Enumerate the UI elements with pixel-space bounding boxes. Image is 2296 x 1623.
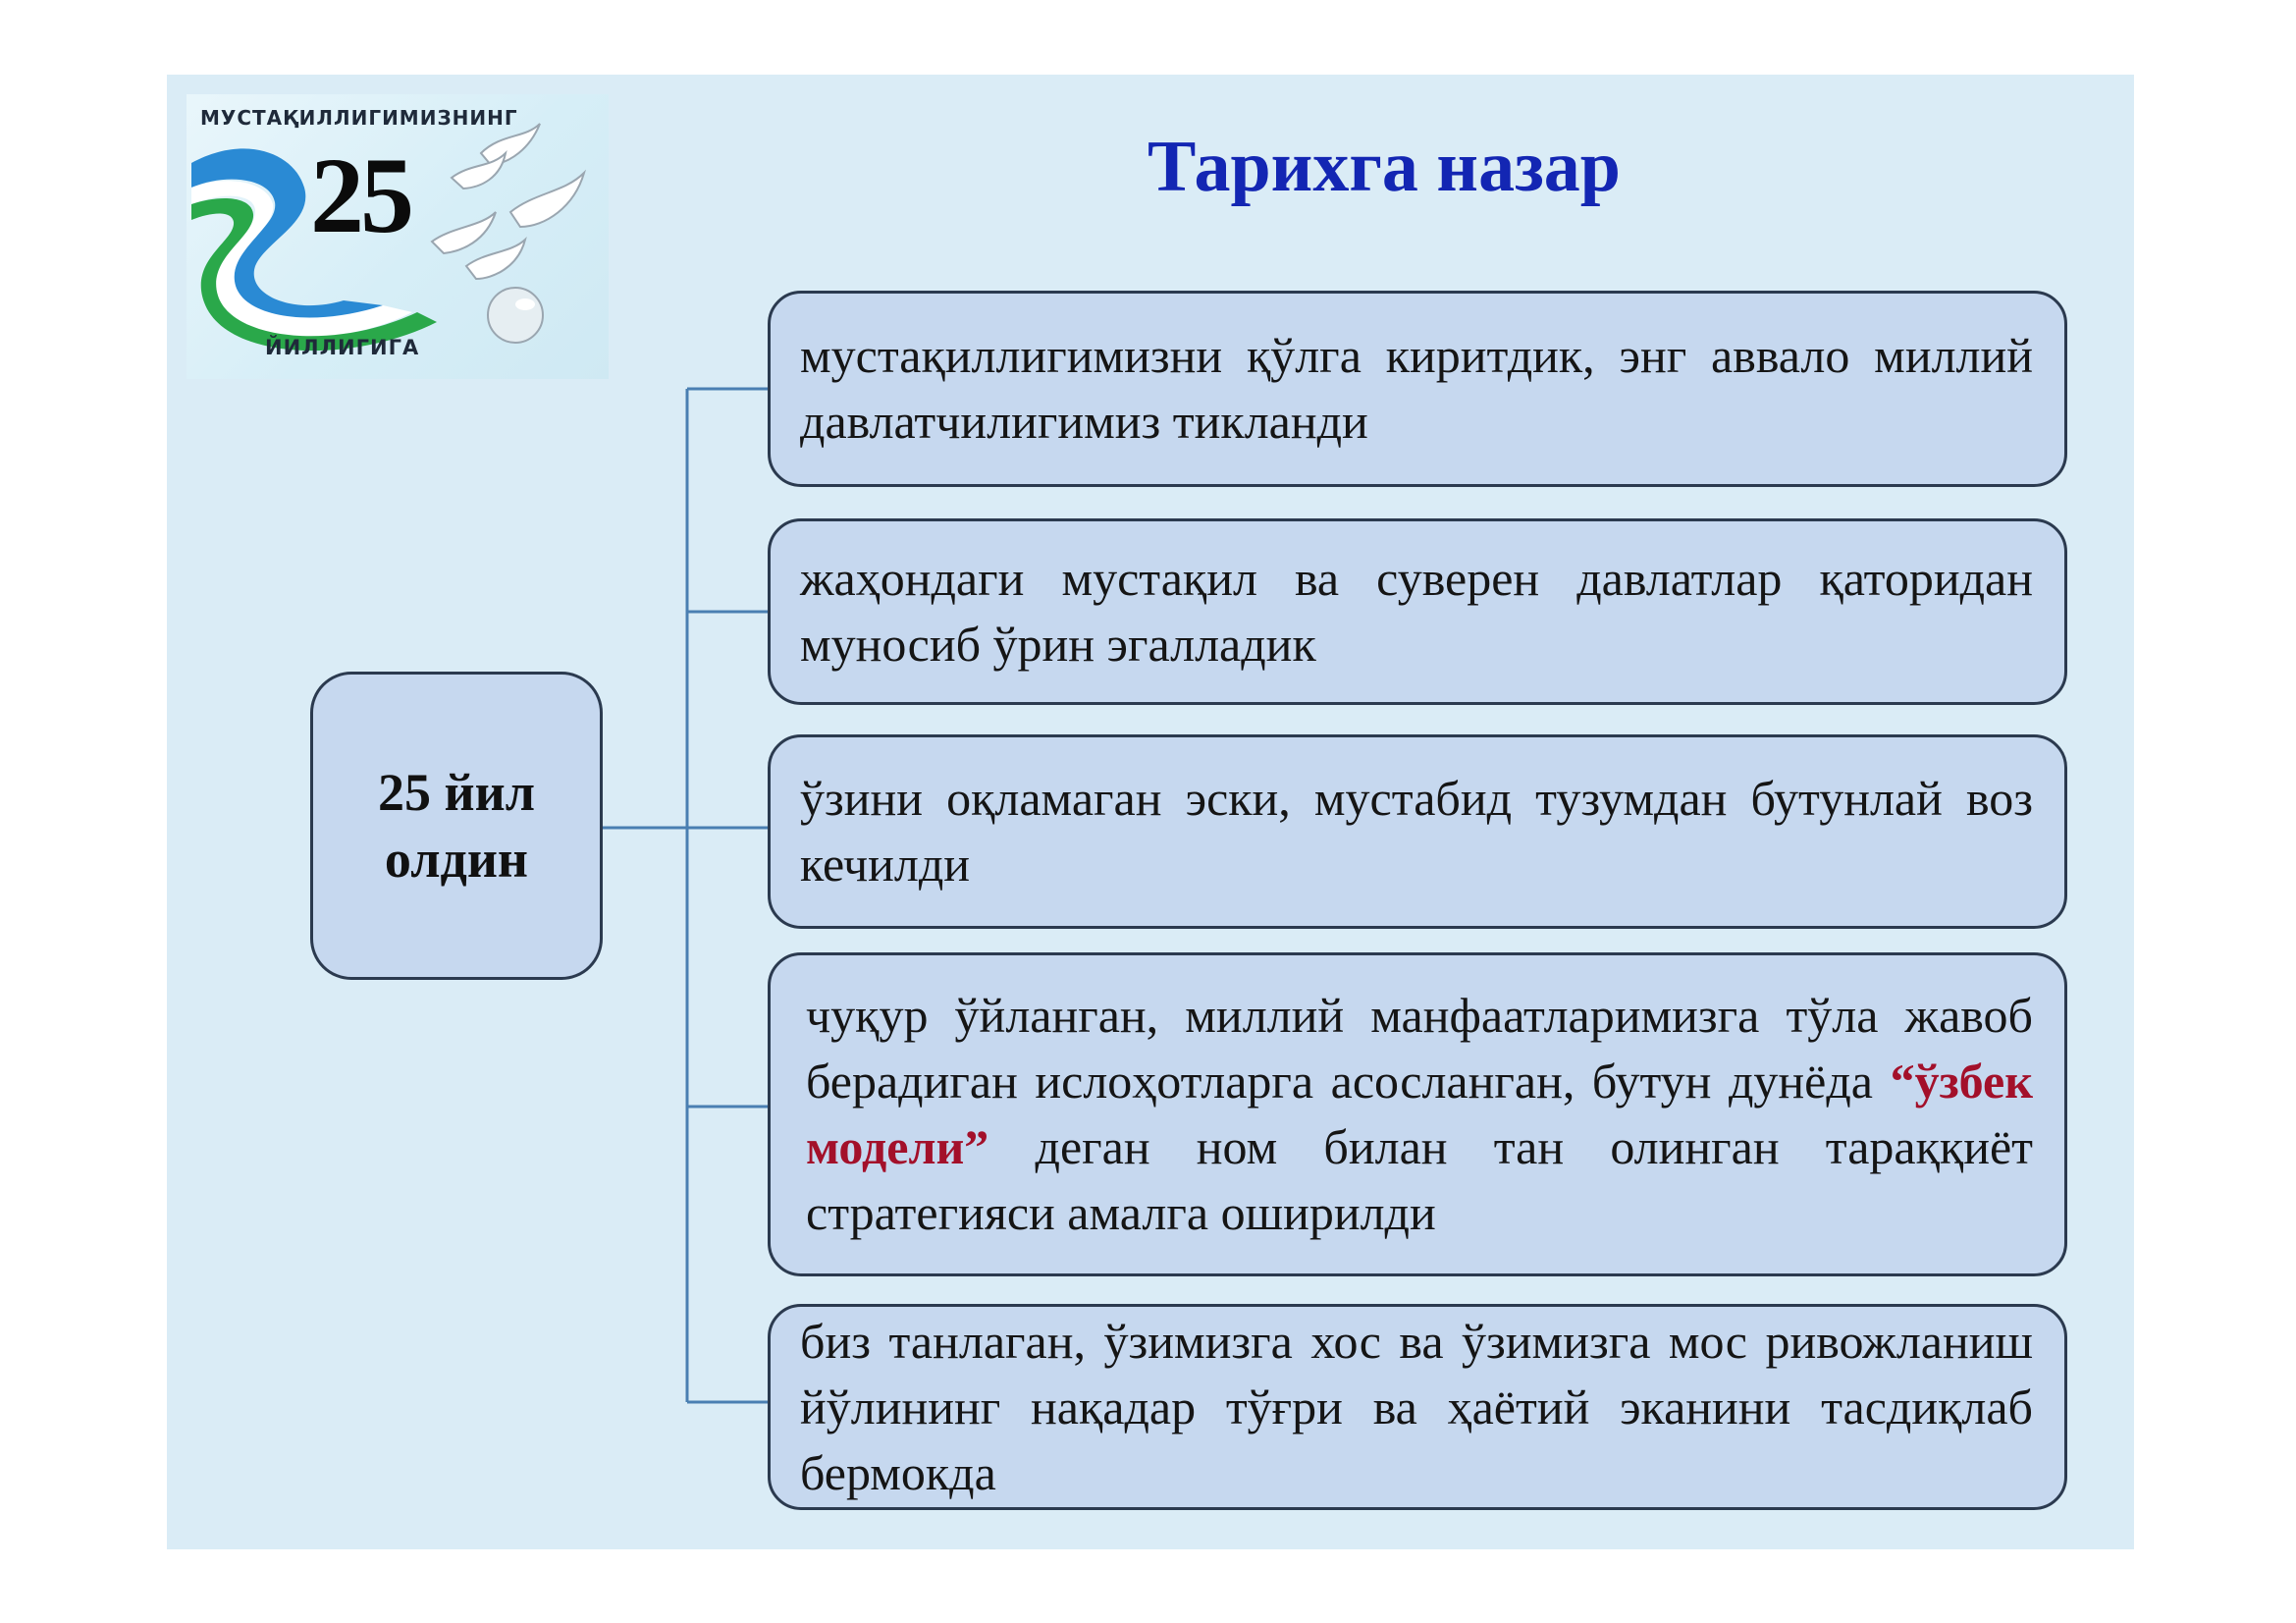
item-text-4-after: деган ном билан тан олинган тараққиёт ст… xyxy=(806,1119,2034,1240)
center-box: 25 йил олдин xyxy=(310,672,603,980)
item-text-3: ўзини оқламаган эски, мустабид тузумдан … xyxy=(800,771,2033,892)
item-text-4-before: чуқур ўйланган, миллий манфаатларимизга … xyxy=(806,988,2033,1109)
item-text-5: биз танлаган, ўзимизга хос ва ўзимизга м… xyxy=(800,1313,2033,1500)
item-box-3: ўзини оқламаган эски, мустабид тузумдан … xyxy=(768,734,2067,929)
center-label: 25 йил олдин xyxy=(377,763,536,889)
logo-bottom-text: ЙИЛЛИГИГА xyxy=(265,336,420,359)
uzbek-model-highlight: “ўзбек модели” xyxy=(806,1054,2034,1174)
item-text-2: жаҳондаги мустақил ва суверен давлатлар … xyxy=(800,551,2033,672)
item-box-2: жаҳондаги мустақил ва суверен давлатлар … xyxy=(768,518,2067,705)
item-box-5: биз танлаган, ўзимизга хос ва ўзимизга м… xyxy=(768,1304,2067,1510)
item-text-1: мустақиллигимизни қўлга киритдик, энг ав… xyxy=(800,328,2033,449)
page-title: Тарихга назар xyxy=(1148,127,1621,207)
anniversary-logo: МУСТАҚИЛЛИГИМИЗНИНГ 25 ЙИЛЛИГИГА xyxy=(187,94,609,379)
item-box-1: мустақиллигимизни қўлга киритдик, энг ав… xyxy=(768,291,2067,487)
item-text-4: чуқур ўйланган, миллий манфаатларимизга … xyxy=(806,983,2033,1246)
logo-number: 25 xyxy=(310,135,414,255)
logo-top-text: МУСТАҚИЛЛИГИМИЗНИНГ xyxy=(200,106,518,130)
item-box-4: чуқур ўйланган, миллий манфаатларимизга … xyxy=(768,952,2067,1276)
flag-ribbon-icon xyxy=(191,123,587,352)
